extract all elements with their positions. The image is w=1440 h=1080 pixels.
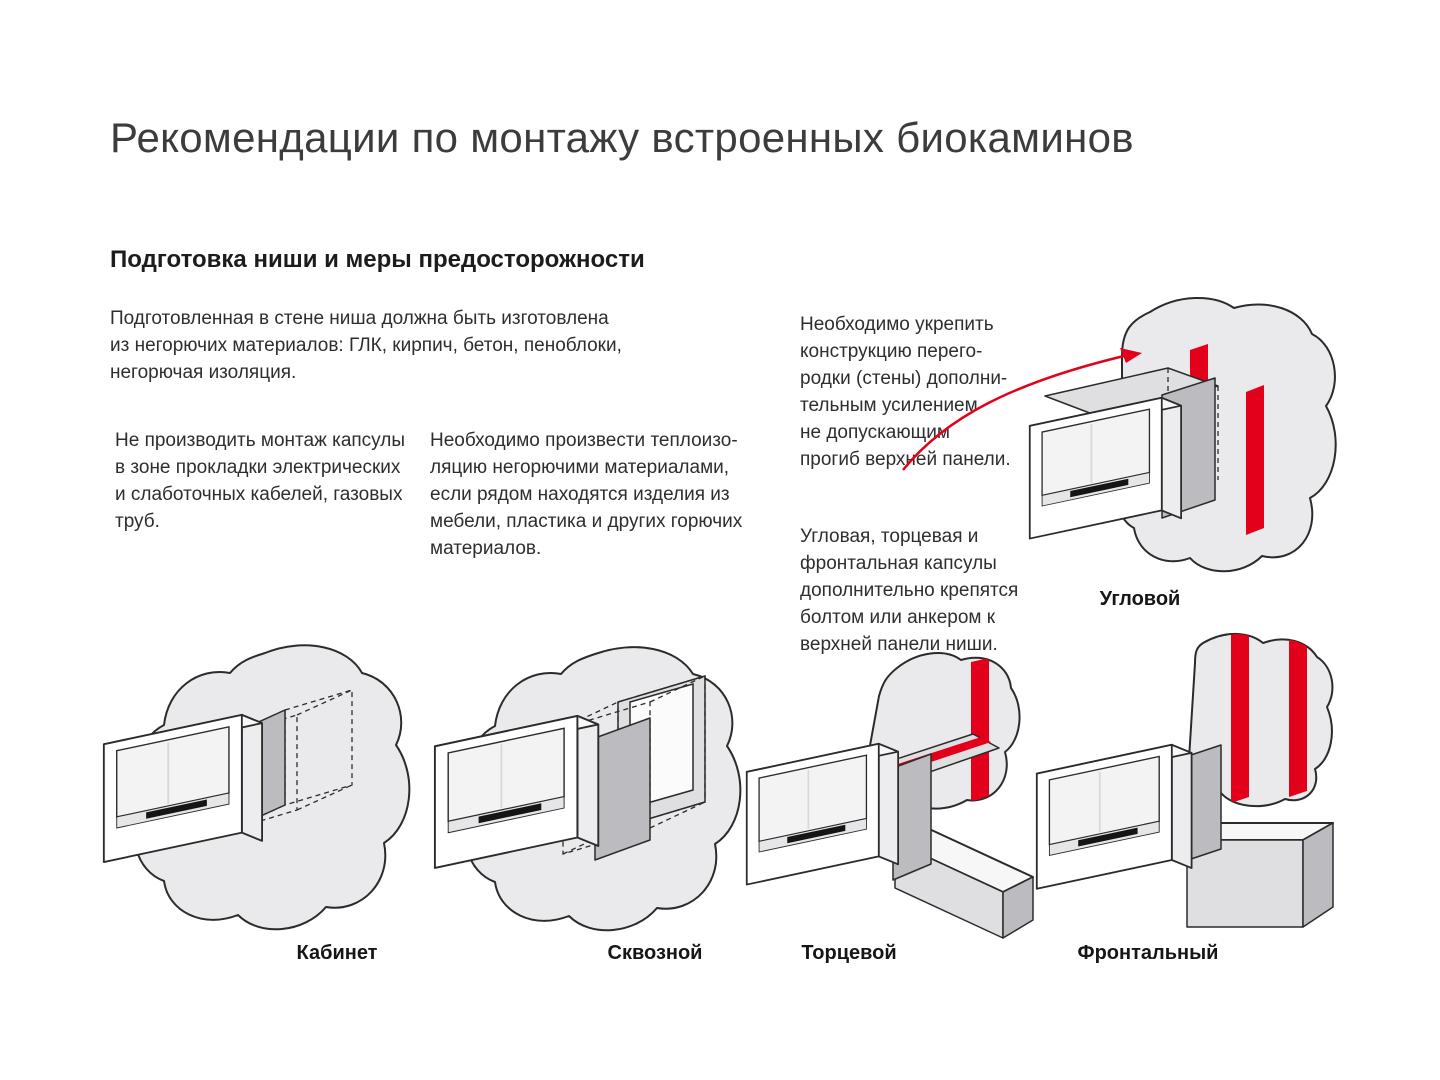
diagram-frontal-mount xyxy=(1035,632,1334,928)
diagram-label-through: Сквозной xyxy=(607,942,703,964)
diagram-label-end: Торцевой xyxy=(801,942,897,964)
diagram-corner-mount xyxy=(1028,297,1337,573)
section-heading: Подготовка ниши и меры предосторожности xyxy=(110,246,645,273)
red-pointer-arrow xyxy=(902,348,1142,471)
intro-paragraph: Подготовленная в стене ниша должна быть … xyxy=(110,308,622,383)
diagram-cabinet-mount xyxy=(102,644,411,931)
note-anchor-fastening: Угловая, торцевая и фронтальная капсулы … xyxy=(800,526,1019,655)
end-beam-side xyxy=(1002,876,1034,939)
diagram-label-cabinet: Кабинет xyxy=(296,942,378,964)
end-reinforcement-stripe xyxy=(971,658,989,802)
frontal-pedestal-side xyxy=(1302,822,1334,928)
diagram-label-corner: Угловой xyxy=(1099,588,1181,610)
capsule-illustration-end xyxy=(745,742,899,886)
capsule-illustration-frontal xyxy=(1035,743,1193,890)
frontal-reinforcement-stripes xyxy=(1231,633,1307,803)
note-electrical-cables: Не производить монтаж капсулы в зоне про… xyxy=(115,430,406,532)
page-title: Рекомендации по монтажу встроенных биока… xyxy=(110,114,1134,161)
note-thermal-insulation: Необходимо произвести теплоизо- ляцию не… xyxy=(430,430,743,559)
diagram-through-mount xyxy=(433,646,742,932)
diagram-end-mount xyxy=(745,652,1034,939)
note-wall-reinforcement: Необходимо укрепить конструкцию перего- … xyxy=(800,314,1011,470)
through-niche-side-panel xyxy=(594,717,651,861)
diagram-label-frontal: Фронтальный xyxy=(1077,942,1219,964)
